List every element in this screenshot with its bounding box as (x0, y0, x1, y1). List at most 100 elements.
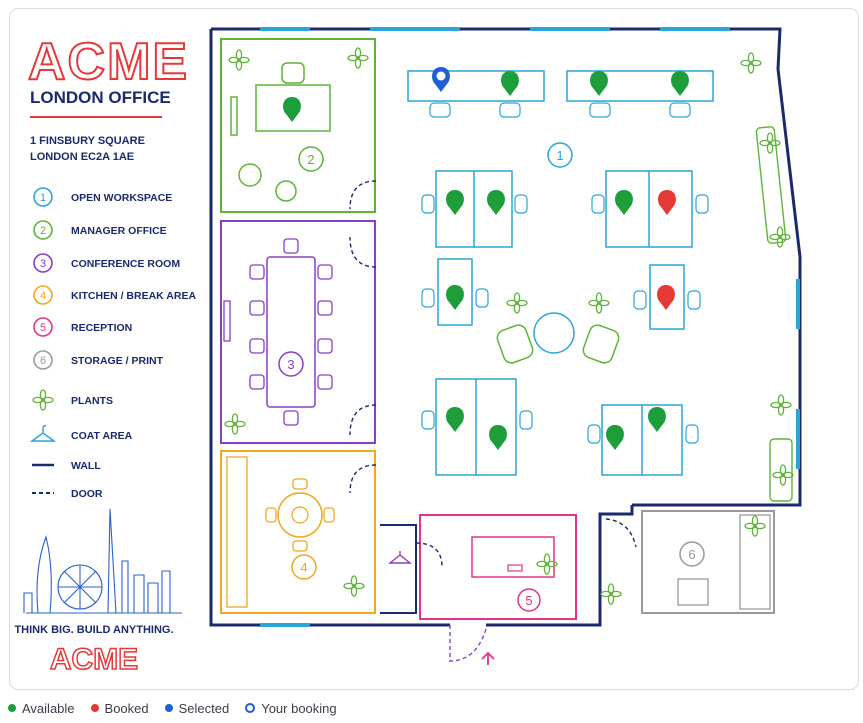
svg-text:6: 6 (40, 355, 46, 367)
plant-icon (224, 413, 246, 435)
entrance-arrow-icon (481, 651, 495, 665)
svg-text:4: 4 (40, 290, 46, 302)
chair (281, 62, 305, 84)
hanger-icon (29, 425, 57, 442)
plant-icon (536, 553, 558, 575)
desk-pin-booked-icon[interactable] (658, 190, 676, 215)
brand-logo: ACME (28, 33, 189, 91)
kitchen-zone: 4 (220, 450, 377, 614)
desk-bench-top-left (407, 70, 545, 102)
printer-icon (677, 578, 709, 606)
tagline: THINK BIG. BUILD ANYTHING. (14, 624, 173, 636)
office-title: LONDON OFFICE (30, 88, 171, 107)
legend-label: RECEPTION (71, 322, 132, 334)
legend-label: Booked (104, 700, 149, 716)
desk-pin-available-icon[interactable] (446, 190, 464, 215)
zone-number-5: 5 (525, 593, 532, 608)
booked-dot-icon (90, 704, 99, 712)
round-table (277, 492, 323, 538)
legend-zone-5: 5 RECEPTION (33, 317, 132, 337)
zone-number-4: 4 (300, 560, 307, 575)
legend-wall: WALL (32, 460, 101, 472)
windows (260, 27, 800, 627)
desk-pin-available-icon[interactable] (487, 190, 505, 215)
legend-zone-4: 4 KITCHEN / BREAK AREA (33, 285, 196, 305)
plant-icon (506, 292, 528, 314)
legend-zone-1: 1 OPEN WORKSPACE (33, 187, 172, 207)
zone-number-2: 2 (307, 152, 314, 167)
svg-text:WALL: WALL (71, 460, 101, 472)
entrance-door (449, 625, 487, 662)
plant-icon (772, 464, 794, 486)
reception-desk (471, 536, 555, 578)
floor-plan-map: ACME LONDON OFFICE 1 FINSBURY SQUARE LON… (14, 27, 802, 677)
zone-legend: 1 OPEN WORKSPACE 2 MANAGER OFFICE 3 CONF… (29, 187, 196, 500)
desk-pin-available-icon[interactable] (501, 71, 519, 96)
plant-icon (759, 132, 781, 154)
booking-status-legend: Available Booked Selected Your booking (8, 698, 353, 718)
conference-table (266, 256, 316, 408)
selected-dot-icon (164, 704, 173, 712)
lounge-table (533, 312, 575, 354)
desk-pin-available-icon[interactable] (489, 425, 507, 450)
plant-icon (228, 49, 250, 71)
desk-pin-your-booking-icon[interactable] (432, 67, 450, 92)
desk-pin-available-icon[interactable] (615, 190, 633, 215)
legend-selected: Selected (164, 700, 230, 716)
london-skyline-illustration (23, 508, 182, 614)
your-booking-ring-icon (245, 703, 256, 713)
manager-office-zone: 2 (220, 38, 377, 213)
address-line-2: LONDON EC2A 1AE (30, 151, 134, 163)
open-workspace-zone (407, 70, 714, 476)
plants (224, 47, 794, 605)
legend-door: DOOR (32, 488, 103, 500)
zone-number-6: 6 (688, 547, 695, 562)
address-line-1: 1 FINSBURY SQUARE (30, 135, 145, 147)
legend-available: Available (8, 701, 75, 716)
hanger-icon (388, 551, 412, 564)
footer-logo: ACME (50, 643, 138, 676)
plant-icon (770, 394, 792, 416)
desk-pin-available-icon[interactable] (671, 71, 689, 96)
desk-pin-available-icon[interactable] (590, 71, 608, 96)
available-dot-icon (8, 704, 16, 712)
desk-pin-available-icon[interactable] (606, 425, 624, 450)
desk-pin-available-icon[interactable] (446, 285, 464, 310)
door (349, 180, 377, 210)
svg-text:5: 5 (40, 322, 46, 334)
desk-pin-booked-icon[interactable] (657, 285, 675, 310)
plant-icon (32, 389, 54, 411)
reception-zone: 5 (380, 514, 577, 665)
planters (755, 126, 793, 502)
legend-label: KITCHEN / BREAK AREA (71, 290, 196, 302)
svg-text:COAT AREA: COAT AREA (71, 430, 133, 442)
legend-zone-2: 2 MANAGER OFFICE (33, 220, 167, 240)
svg-text:2: 2 (40, 225, 46, 237)
desk-pin-available-icon[interactable] (648, 407, 666, 432)
plant-icon (600, 583, 622, 605)
building-walls (209, 27, 802, 627)
svg-text:3: 3 (40, 258, 46, 270)
plant-icon (347, 47, 369, 69)
desk-pin-available-icon[interactable] (283, 97, 301, 122)
storage-zone: 6 (605, 510, 775, 614)
floor-plan-card: ACME LONDON OFFICE 1 FINSBURY SQUARE LON… (9, 8, 859, 690)
legend-label: Selected (178, 700, 230, 716)
plant-icon (588, 292, 610, 314)
plant-icon (769, 226, 791, 248)
legend-label: CONFERENCE ROOM (71, 258, 180, 270)
zone-number-1: 1 (556, 148, 563, 163)
legend-your-booking: Your booking (245, 700, 337, 716)
legend-label: Your booking (261, 700, 337, 716)
desk-pin-available-icon[interactable] (446, 407, 464, 432)
legend-label: STORAGE / PRINT (71, 355, 164, 367)
desk-single (649, 264, 685, 330)
plant-icon (740, 52, 762, 74)
plant-icon (343, 575, 365, 597)
desk-pins (283, 67, 689, 450)
legend-label: Available (22, 700, 75, 716)
zone-number-3: 3 (287, 357, 294, 372)
legend-coat: COAT AREA (29, 425, 133, 442)
desk-bench-top-right (566, 70, 714, 102)
legend-booked: Booked (90, 700, 149, 716)
